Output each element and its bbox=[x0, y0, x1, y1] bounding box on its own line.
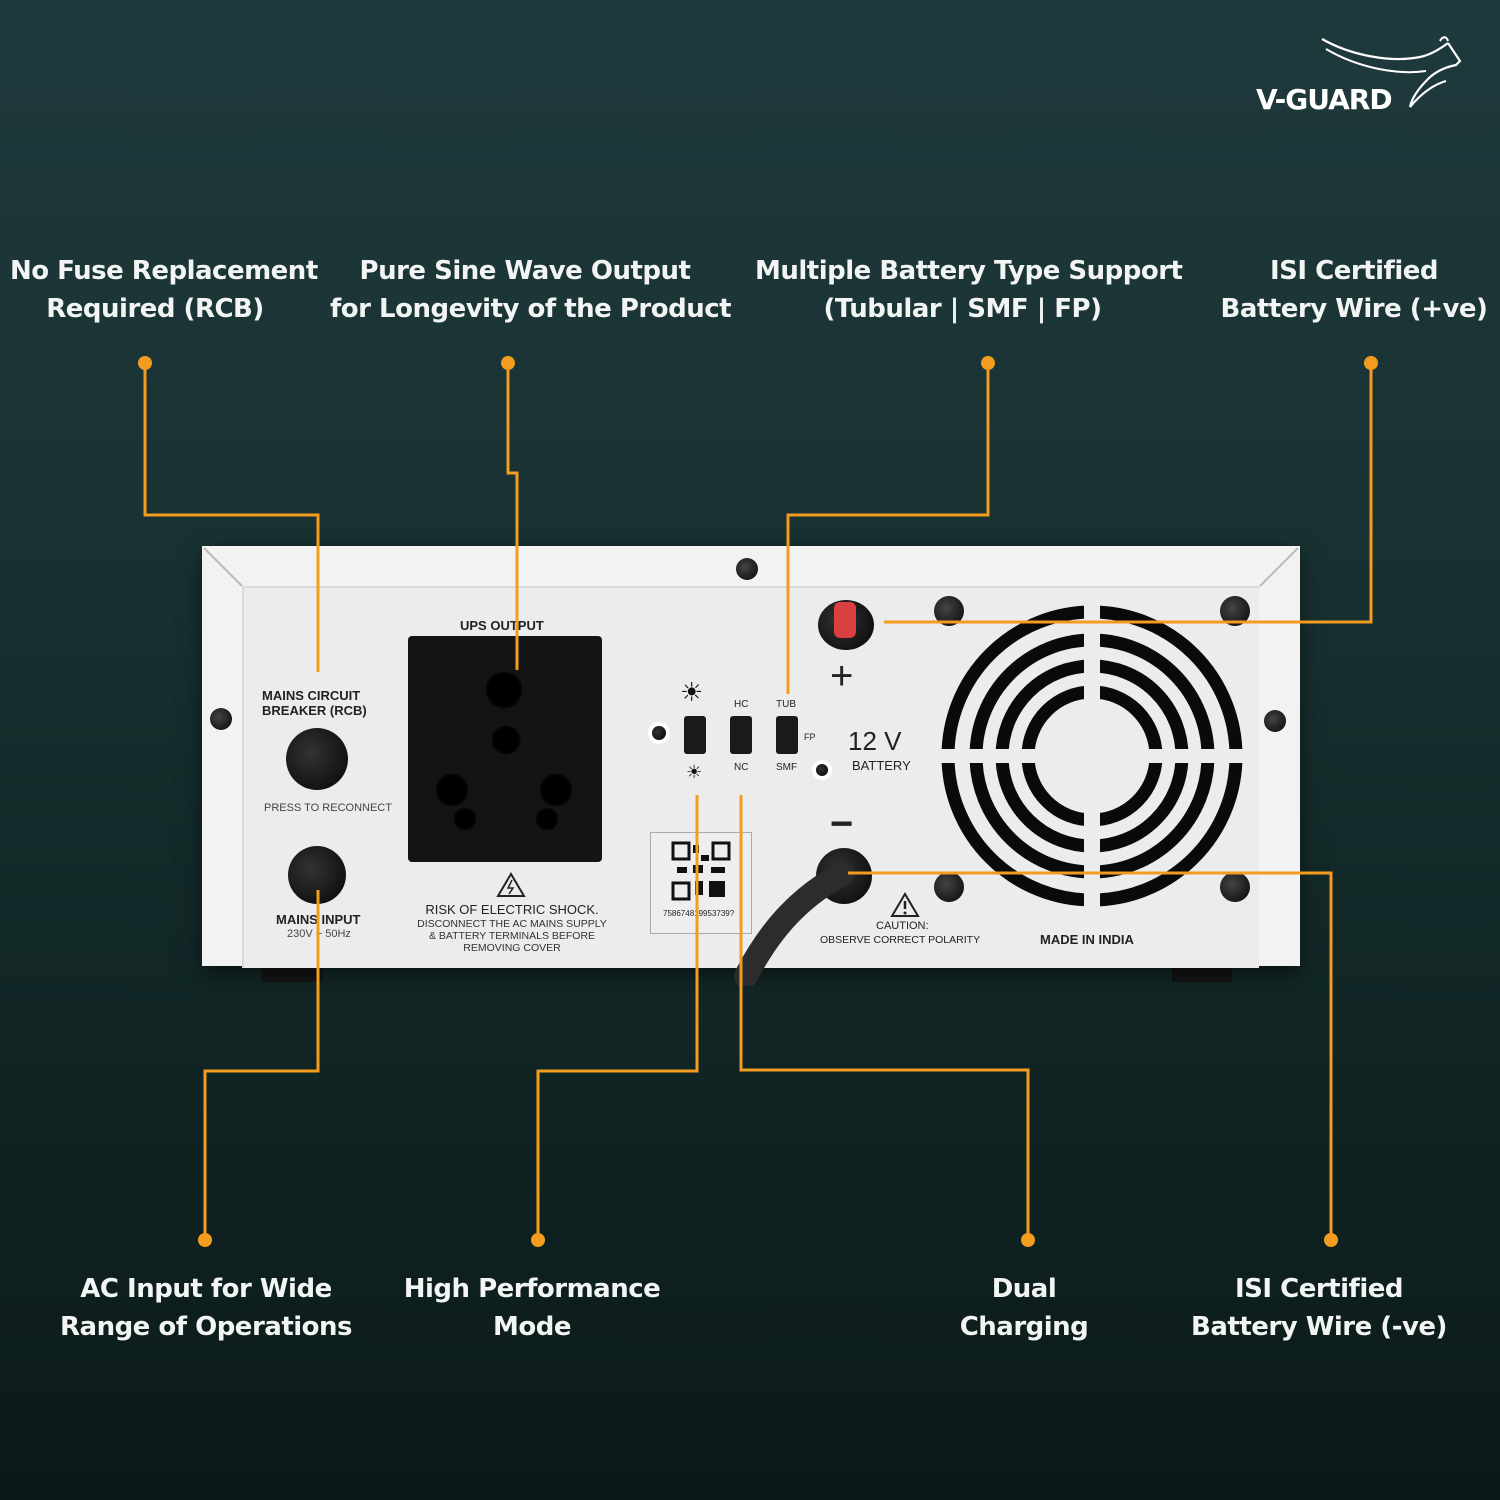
rcb-label-line1: MAINS CIRCUIT bbox=[262, 688, 361, 703]
battery-positive-terminal bbox=[818, 600, 874, 650]
rcb-hint: PRESS TO RECONNECT bbox=[264, 802, 392, 814]
callout-dot bbox=[501, 356, 515, 370]
battery-type-switch[interactable] bbox=[776, 716, 798, 754]
feature-line: No Fuse Replacement bbox=[10, 256, 318, 286]
feature-line: Required (RCB) bbox=[46, 294, 264, 324]
qr-label: 758674819953739? bbox=[650, 832, 752, 934]
leader-dual-charging bbox=[739, 795, 1030, 1240]
ups-output-label: UPS OUTPUT bbox=[460, 618, 544, 633]
feature-no-fuse: No Fuse Replacement Required (RCB) bbox=[10, 252, 318, 328]
fan-screw bbox=[934, 872, 964, 902]
leader-ac-input bbox=[203, 890, 320, 1240]
indicator-led bbox=[816, 764, 828, 776]
switch-tub-label: TUB bbox=[776, 699, 796, 710]
battery-label: BATTERY bbox=[852, 758, 911, 773]
feature-line: for Longevity of the Product bbox=[330, 294, 732, 324]
warning-line: DISCONNECT THE AC MAINS SUPPLY bbox=[417, 918, 607, 930]
caution-title: CAUTION: bbox=[876, 920, 929, 932]
sun-dim-icon: ☀ bbox=[686, 762, 703, 783]
inverter-back-panel: MAINS CIRCUIT BREAKER (RCB) PRESS TO REC… bbox=[202, 546, 1300, 986]
feature-line: AC Input for Wide bbox=[80, 1274, 332, 1304]
indicator-led bbox=[652, 726, 666, 740]
screw bbox=[210, 708, 232, 730]
fan-screw bbox=[1220, 872, 1250, 902]
screw bbox=[1264, 710, 1286, 732]
callout-dot bbox=[531, 1233, 545, 1247]
device-foot bbox=[1172, 966, 1232, 982]
made-in-label: MADE IN INDIA bbox=[1040, 932, 1134, 947]
feature-battery-type: Multiple Battery Type Support (Tubular |… bbox=[755, 252, 1183, 328]
switch-nc-label: NC bbox=[734, 762, 749, 773]
feature-line: Range of Operations bbox=[60, 1312, 353, 1342]
feature-line: High Performance bbox=[403, 1274, 661, 1304]
feature-line: Battery Wire (+ve) bbox=[1220, 294, 1488, 324]
leader-isi-negative bbox=[848, 871, 1333, 1240]
callout-dot bbox=[1021, 1233, 1035, 1247]
feature-ac-input: AC Input for Wide Range of Operations bbox=[60, 1270, 353, 1346]
switch-smf-label: SMF bbox=[776, 762, 798, 773]
feature-line: ISI Certified bbox=[1270, 256, 1438, 286]
feature-line: Dual bbox=[991, 1274, 1057, 1304]
qr-number: 758674819953739? bbox=[663, 909, 735, 918]
feature-line: Charging bbox=[959, 1312, 1089, 1342]
leader-high-performance bbox=[536, 795, 699, 1240]
callout-dot bbox=[138, 356, 152, 370]
caution-text: OBSERVE CORRECT POLARITY bbox=[820, 934, 981, 946]
switch-fp-label: FP bbox=[804, 732, 816, 742]
device-foot bbox=[262, 966, 322, 982]
negative-symbol: − bbox=[830, 802, 854, 846]
rcb-label-line2: BREAKER (RCB) bbox=[262, 703, 367, 718]
leader-no-fuse bbox=[143, 363, 320, 672]
rcb-label: MAINS CIRCUIT BREAKER (RCB) bbox=[262, 688, 367, 718]
leader-pure-sine bbox=[506, 363, 519, 670]
callout-dot bbox=[981, 356, 995, 370]
callout-dot bbox=[1364, 356, 1378, 370]
feature-line: Pure Sine Wave Output bbox=[359, 256, 691, 286]
warning-line: REMOVING COVER bbox=[463, 942, 561, 954]
negative-wire bbox=[734, 866, 854, 986]
caution-icon bbox=[890, 892, 920, 917]
battery-voltage: 12 V bbox=[848, 726, 902, 756]
socket-hole-small bbox=[452, 806, 478, 832]
leader-isi-positive bbox=[884, 363, 1373, 624]
socket-hole-neutral bbox=[538, 772, 574, 808]
feature-pure-sine: Pure Sine Wave Output for Longevity of t… bbox=[330, 252, 732, 328]
device-bevel bbox=[203, 547, 1299, 587]
rcb-reset-button[interactable] bbox=[286, 728, 348, 790]
electric-hazard-icon bbox=[496, 872, 526, 897]
callout-dot bbox=[198, 1233, 212, 1247]
feature-line: Multiple Battery Type Support bbox=[755, 256, 1183, 286]
kangaroo-icon bbox=[1321, 36, 1462, 108]
screw bbox=[736, 558, 758, 580]
sun-bright-icon: ☀ bbox=[680, 678, 704, 708]
socket-hole-small bbox=[534, 806, 560, 832]
switch-hc-label: HC bbox=[734, 699, 749, 710]
feature-high-performance: High Performance Mode bbox=[400, 1270, 664, 1346]
warning-text: DISCONNECT THE AC MAINS SUPPLY & BATTERY… bbox=[402, 918, 622, 954]
socket-hole-earth bbox=[484, 670, 524, 710]
feature-dual-charging: Dual Charging bbox=[944, 1270, 1104, 1346]
feature-line: (Tubular | SMF | FP) bbox=[823, 294, 1102, 324]
warning-line: & BATTERY TERMINALS BEFORE bbox=[428, 930, 596, 942]
feature-line: Battery Wire (-ve) bbox=[1191, 1312, 1447, 1342]
socket-hole-earth-small bbox=[490, 724, 522, 756]
feature-line: Mode bbox=[493, 1312, 571, 1342]
charging-mode-switch[interactable] bbox=[730, 716, 752, 754]
leader-battery-type bbox=[786, 363, 990, 694]
feature-line: ISI Certified bbox=[1235, 1274, 1403, 1304]
brightness-mode-switch[interactable] bbox=[684, 716, 706, 754]
socket-hole-live bbox=[434, 772, 470, 808]
warning-title: RISK OF ELECTRIC SHOCK. bbox=[425, 902, 599, 917]
callout-dot bbox=[1324, 1233, 1338, 1247]
ups-output-socket[interactable] bbox=[408, 636, 602, 862]
feature-isi-positive: ISI Certified Battery Wire (+ve) bbox=[1220, 252, 1488, 328]
positive-wire bbox=[834, 602, 856, 638]
positive-symbol: + bbox=[830, 654, 854, 698]
feature-isi-negative: ISI Certified Battery Wire (-ve) bbox=[1190, 1270, 1448, 1346]
brand-logo: V-GUARD bbox=[1250, 35, 1470, 120]
brand-name: V-GUARD bbox=[1256, 83, 1393, 116]
